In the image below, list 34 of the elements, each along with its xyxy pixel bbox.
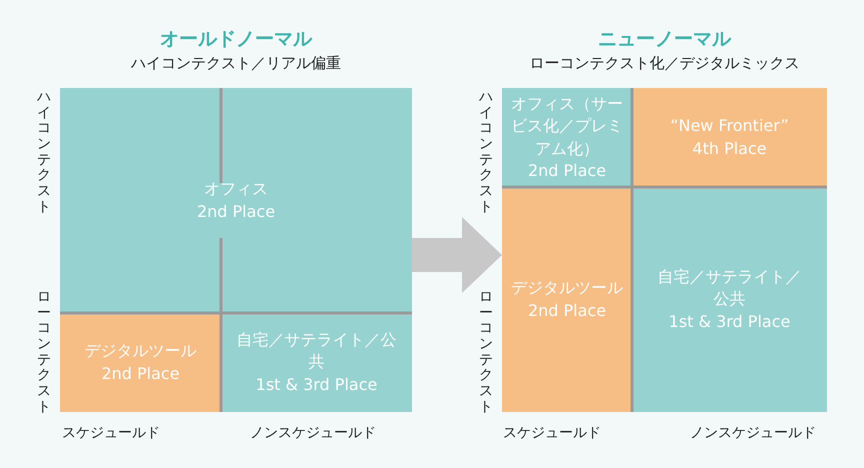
axis-label: ローコンテクスト <box>37 290 51 416</box>
panel-title: オールドノーマル <box>159 27 314 52</box>
cell-label: “New Frontier” <box>670 115 789 138</box>
cell-label: オフィス（サービス化／プレミアム化） <box>511 92 623 160</box>
panel-title: ニューノーマル <box>597 27 732 52</box>
cell-label: オフィス <box>204 178 268 200</box>
axis-label: ハイコンテクスト <box>37 90 51 216</box>
panel-subtitle: ハイコンテクスト／リアル偏重 <box>130 54 342 73</box>
quadrant-cell <box>221 313 412 412</box>
axis-label: ハイコンテクスト <box>479 90 493 216</box>
cell-label: デジタルツール <box>84 340 196 362</box>
axis-label: ノンスケジュールド <box>690 424 816 442</box>
panel-subtitle: ローコンテクスト化／デジタルミックス <box>528 54 800 73</box>
place-label: 1st & 3rd Place <box>668 310 790 333</box>
axis-label: スケジュールド <box>503 424 601 442</box>
place-label: 1st & 3rd Place <box>256 374 378 396</box>
place-label: 2nd Place <box>101 362 180 384</box>
cell-label: 自宅／サテライト／公共 <box>236 328 398 374</box>
quadrant-cell <box>632 187 827 412</box>
place-label: 4th Place <box>692 138 767 160</box>
axis-label: スケジュールド <box>62 424 160 442</box>
cell-label: 自宅／サテライト／公共 <box>656 266 802 310</box>
quadrant-cell <box>60 88 412 313</box>
place-label: 2nd Place <box>528 160 606 182</box>
quadrant-cell <box>502 187 632 412</box>
axis-label: ノンスケジュールド <box>250 424 376 442</box>
place-label: 2nd Place <box>196 200 276 222</box>
place-label: 2nd Place <box>528 300 606 322</box>
quadrant-cell <box>60 313 221 412</box>
quadrant-cell <box>632 88 827 187</box>
axis-label: ローコンテクスト <box>479 290 493 416</box>
cell-label: デジタルツール <box>511 277 623 300</box>
block-arrow <box>412 217 502 293</box>
quadrant-cell <box>502 88 632 187</box>
